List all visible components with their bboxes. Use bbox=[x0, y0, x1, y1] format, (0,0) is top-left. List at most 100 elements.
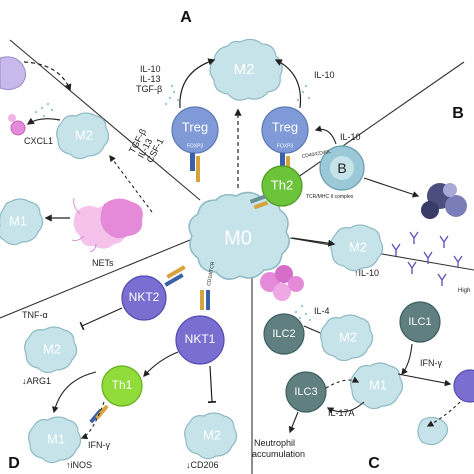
treg-right-foxp3: FOXP3 bbox=[277, 143, 294, 149]
label-il17a: IL-17A bbox=[328, 408, 355, 418]
m1-d-cell: M1 bbox=[28, 416, 82, 464]
m2-right-label: M2 bbox=[349, 239, 367, 254]
treg-right-cell: Treg FOXP3 bbox=[261, 106, 309, 182]
label-il10-a: IL-10 bbox=[140, 64, 161, 74]
th2-label: Th2 bbox=[271, 177, 293, 192]
nets-cluster bbox=[71, 197, 143, 253]
ilc1-cell: ILC1 bbox=[399, 301, 441, 343]
th1-cell: Th1 bbox=[101, 365, 143, 407]
arrow-right-to-m1 bbox=[426, 401, 461, 427]
arrow-ilc3-to-neutrophil bbox=[288, 411, 299, 434]
m2-c-cell: M2 bbox=[320, 314, 374, 362]
ilc2-cell: ILC2 bbox=[263, 313, 305, 355]
inhibit-nkt1-to-m2 bbox=[207, 365, 217, 404]
label-nets: NETs bbox=[92, 258, 114, 268]
m1-c-label: M1 bbox=[369, 377, 387, 392]
m2-d1-label: M2 bbox=[43, 341, 61, 356]
label-il4: IL-4 bbox=[314, 306, 330, 316]
label-inos-text: iNOS bbox=[71, 460, 93, 470]
b-cell: B bbox=[319, 145, 365, 191]
m0-macrophage: M0 bbox=[188, 191, 290, 280]
ilc3-label: ILC3 bbox=[294, 386, 317, 398]
arrow-m1-to-ilc3 bbox=[326, 401, 365, 414]
divider-a-left bbox=[9, 39, 201, 201]
treg-left-foxp3: FOXP3 bbox=[187, 143, 204, 149]
arrow-nkt1-to-m1 bbox=[52, 371, 97, 414]
label-neutrophil-2: accumulation bbox=[252, 449, 305, 459]
label-arg1-text: ARG1 bbox=[27, 376, 52, 386]
ilc3-cell: ILC3 bbox=[285, 371, 327, 413]
label-il10-b: IL-10 bbox=[340, 132, 361, 142]
neutrophil-top-left bbox=[0, 56, 26, 91]
label-il10-a-right: IL-10 bbox=[314, 70, 335, 80]
m2-c-label: M2 bbox=[339, 329, 357, 344]
th2-receptor bbox=[249, 194, 269, 210]
divider-lower-right bbox=[289, 237, 474, 271]
m1-left-cell: M1 bbox=[0, 198, 44, 246]
antibody-glyphs bbox=[391, 231, 463, 286]
label-neutrophil-1: Neutrophil bbox=[254, 438, 295, 448]
treg-left-cell: Treg FOXP3 bbox=[171, 106, 219, 182]
label-ifng-d: IFN-γ bbox=[88, 440, 110, 450]
m2-right-cell: M2 bbox=[330, 224, 384, 272]
arrow-ilc1-to-m1 bbox=[401, 343, 413, 376]
th2-cell: Th2 bbox=[261, 165, 303, 207]
m2-left-cell: M2 bbox=[56, 112, 110, 160]
label-il13-a: IL-13 bbox=[140, 74, 161, 84]
nkt2-cell: NKT2 bbox=[121, 275, 167, 321]
arrow-b-il10-loop bbox=[314, 125, 337, 145]
label-il10-up-text: IL-10 bbox=[359, 268, 380, 278]
label-ifng-c: IFN-γ bbox=[420, 358, 442, 368]
label-cxcl1: CXCL1 bbox=[24, 136, 53, 146]
arrow-nkt1-to-th1 bbox=[143, 351, 179, 377]
neutrophil-small-pink bbox=[8, 114, 26, 136]
ilc2-label: ILC2 bbox=[272, 328, 295, 340]
plasma-cell-cluster bbox=[421, 183, 467, 219]
treg-right-label: Treg bbox=[272, 119, 298, 134]
label-inos: ↑iNOS bbox=[66, 460, 92, 470]
label-il10-up: ↑IL-10 bbox=[354, 268, 379, 278]
cytokine-dots-cxcl1 bbox=[34, 102, 54, 118]
panel-label-b: B bbox=[452, 105, 464, 122]
arrow-ilc3-to-m1 bbox=[325, 376, 360, 389]
m2-left-label: M2 bbox=[75, 127, 93, 142]
panel-label-d: D bbox=[8, 455, 20, 472]
label-cd206-text: CD206 bbox=[191, 460, 219, 470]
arrow-b-to-plasma bbox=[363, 177, 420, 198]
m0-label: M0 bbox=[224, 227, 252, 249]
divider-lower-left bbox=[0, 239, 191, 319]
label-tnfa: TNF-α bbox=[22, 310, 48, 320]
nkt1-label: NKT1 bbox=[185, 332, 216, 346]
label-tcr-mhc: TCR/MHC II complex bbox=[306, 194, 354, 200]
arrow-m1-to-right bbox=[397, 373, 452, 387]
th1-label: Th1 bbox=[112, 378, 133, 392]
m2-top-label: M2 bbox=[234, 61, 255, 78]
treg-left-label: Treg bbox=[182, 119, 208, 134]
cell-partial-right bbox=[417, 369, 474, 446]
m2-d2-label: M2 bbox=[203, 427, 221, 442]
arrow-m0-to-m2-right bbox=[291, 237, 336, 247]
m1-c-cell: M1 bbox=[350, 362, 404, 410]
panel-label-c: C bbox=[368, 455, 380, 472]
cytokine-dots-top bbox=[164, 84, 311, 106]
nkt-receptors bbox=[164, 265, 210, 310]
cytokine-dots-il4 bbox=[294, 304, 312, 322]
b-cell-label: B bbox=[337, 160, 346, 176]
panel-label-a: A bbox=[180, 9, 192, 26]
arrow-m2-to-neutrophil bbox=[26, 117, 61, 125]
m1-d-label: M1 bbox=[47, 431, 65, 446]
ilc1-label: ILC1 bbox=[408, 316, 431, 328]
label-high: High bbox=[458, 288, 470, 294]
nkt1-cell: NKT1 bbox=[175, 315, 225, 365]
nkt2-label: NKT2 bbox=[129, 290, 160, 304]
arrow-treg-right-to-m2 bbox=[274, 59, 302, 109]
m1-left-label: M1 bbox=[9, 213, 27, 228]
m2-d1-cell: M2 bbox=[24, 326, 78, 374]
arrow-treg-left-to-m2 bbox=[179, 58, 216, 109]
neutrophil-cluster-c bbox=[260, 265, 304, 301]
label-arg1: ↓ARG1 bbox=[22, 376, 51, 386]
label-cd1d: CD1d/TCR bbox=[206, 261, 216, 287]
label-cd206: ↓CD206 bbox=[186, 460, 219, 470]
m2-top-cell: M2 bbox=[209, 38, 283, 101]
